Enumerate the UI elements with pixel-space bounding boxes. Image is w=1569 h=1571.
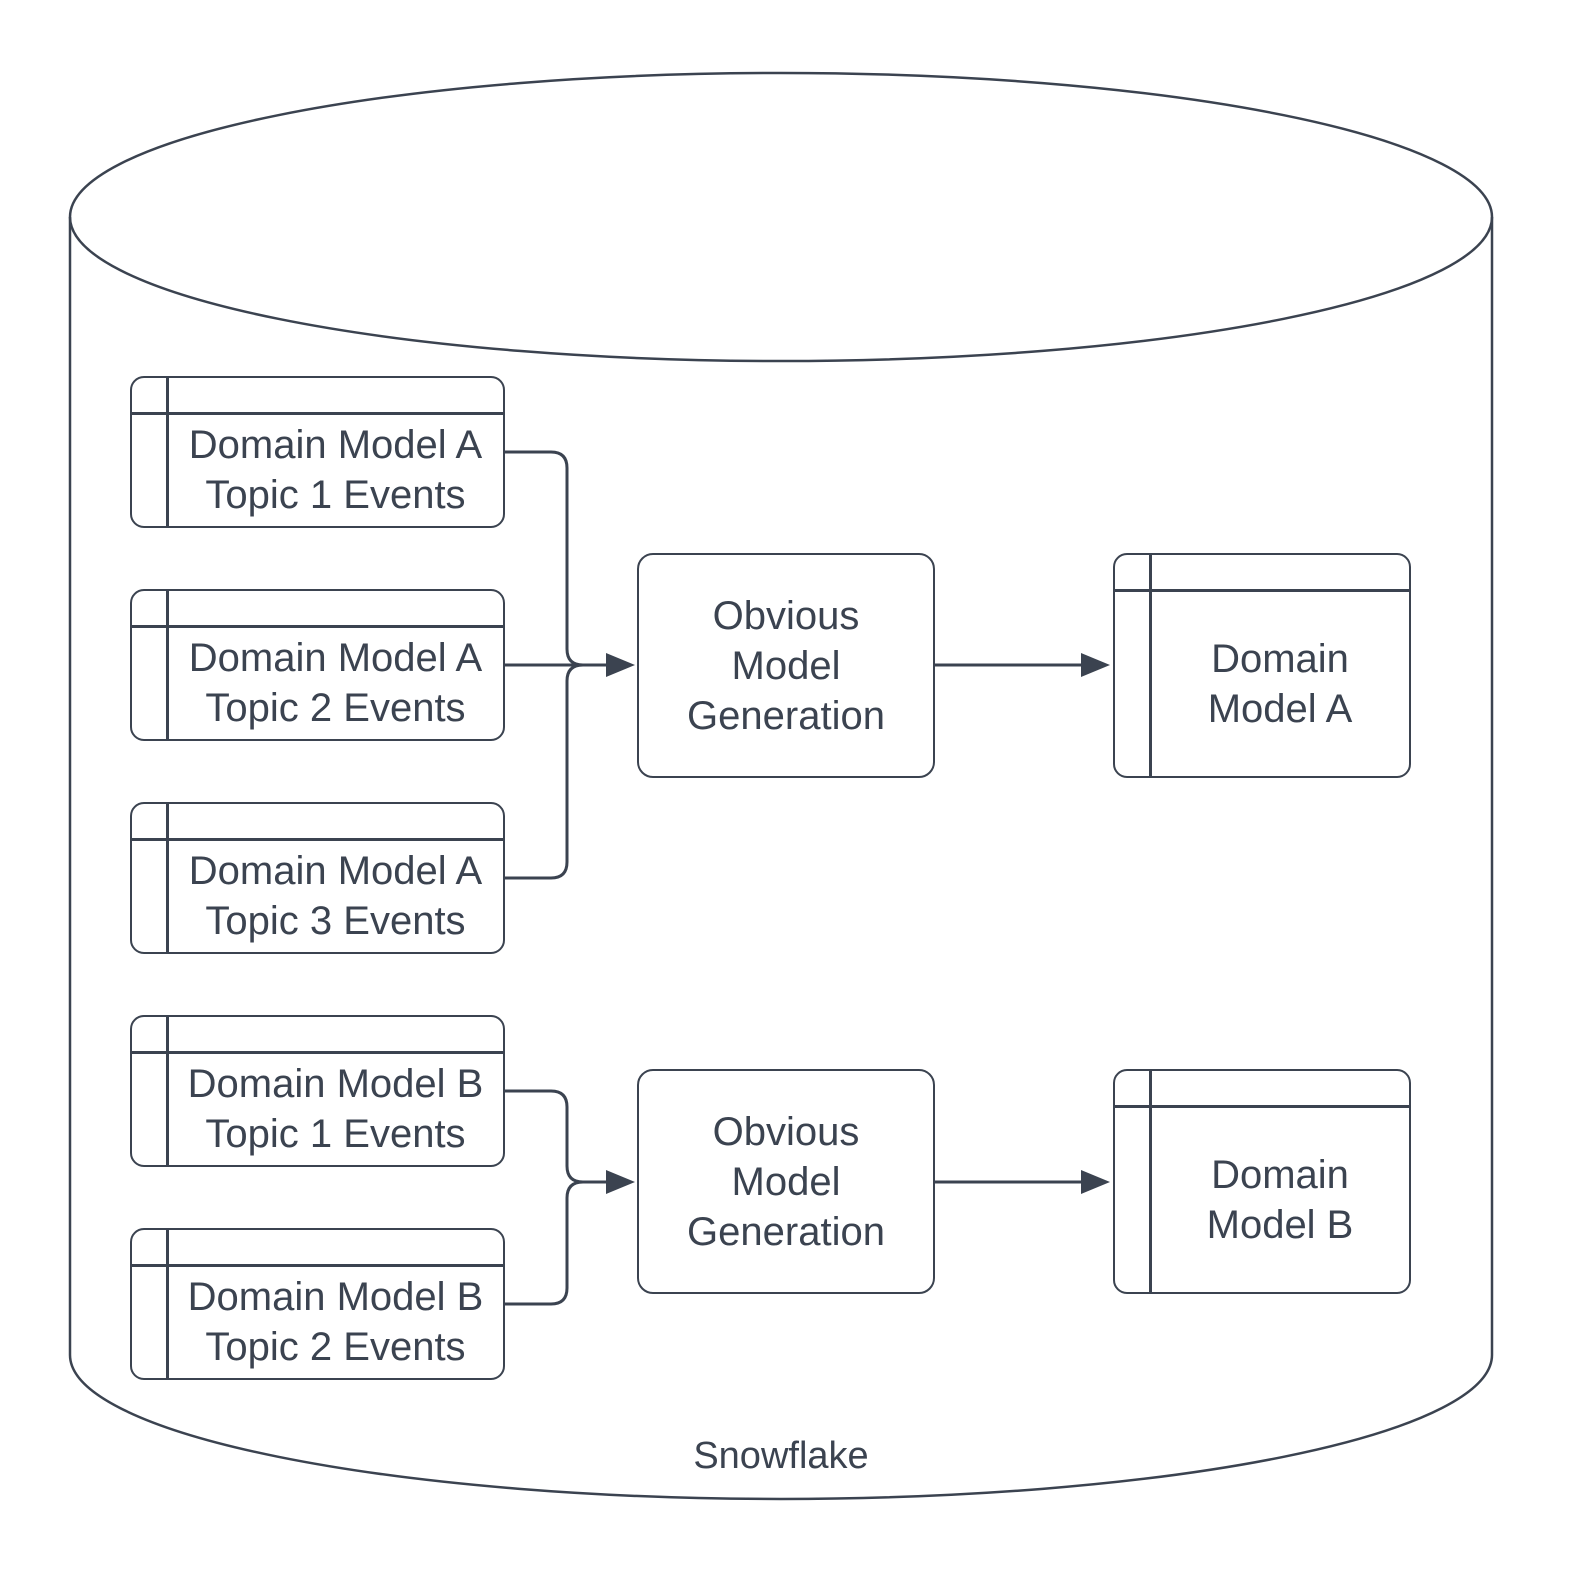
node-label-line: Domain Model B [187, 1275, 484, 1319]
node-label: Domain Model B Topic 2 Events [168, 1266, 503, 1378]
node-label-line: Domain [1211, 1152, 1349, 1197]
node-label-line: Topic 2 Events [205, 1325, 466, 1369]
table-column-divider [166, 1017, 169, 1165]
node-label: Domain Model A Topic 3 Events [168, 840, 503, 952]
node-label-line: Obvious [712, 593, 860, 638]
arrowhead-icon [606, 653, 635, 677]
node-label-line: Topic 2 Events [205, 686, 466, 730]
node-label: Domain Model B [1151, 1107, 1409, 1292]
connector-b-topic2 [505, 1180, 584, 1306]
node-label-line: Topic 3 Events [205, 899, 466, 943]
node-label-line: Model [731, 643, 841, 688]
node-label-line: Domain Model A [188, 636, 483, 680]
node-label-line: Topic 1 Events [205, 473, 466, 517]
source-table-domain-model-b-topic-1: Domain Model B Topic 1 Events [130, 1015, 505, 1167]
node-label-line: Model B [1206, 1202, 1354, 1247]
node-label-line: Obvious [712, 1109, 860, 1154]
node-label-line: Model [731, 1159, 841, 1204]
node-label-line: Domain Model A [188, 423, 483, 467]
output-table-domain-model-b: Domain Model B [1113, 1069, 1411, 1294]
cylinder-label: Snowflake [693, 1435, 869, 1477]
table-header-divider [132, 1051, 503, 1054]
table-column-divider [166, 591, 169, 739]
table-header-divider [132, 1264, 503, 1267]
process-box-obvious-model-generation-b: Obvious Model Generation [637, 1069, 935, 1294]
node-label-line: Domain Model A [188, 849, 483, 893]
node-label-line: Domain [1211, 636, 1349, 681]
arrowhead-icon [1081, 653, 1110, 677]
process-box-obvious-model-generation-a: Obvious Model Generation [637, 553, 935, 778]
source-table-domain-model-a-topic-3: Domain Model A Topic 3 Events [130, 802, 505, 954]
table-column-divider [166, 1230, 169, 1378]
output-table-domain-model-a: Domain Model A [1113, 553, 1411, 778]
cylinder-body-outline [68, 217, 1494, 1501]
node-label-line: Generation [687, 693, 885, 738]
connector-a-topic1 [505, 450, 584, 667]
table-column-divider [1149, 1071, 1152, 1292]
table-header-divider [132, 625, 503, 628]
arrowhead-icon [606, 1170, 635, 1194]
table-column-divider [1149, 555, 1152, 776]
table-header-divider [1115, 1105, 1409, 1108]
node-label: Domain Model A Topic 2 Events [168, 627, 503, 739]
table-header-divider [132, 412, 503, 415]
node-label: Domain Model B Topic 1 Events [168, 1053, 503, 1165]
table-column-divider [166, 804, 169, 952]
node-label: Domain Model A Topic 1 Events [168, 414, 503, 526]
node-label-line: Domain Model B [187, 1062, 484, 1106]
source-table-domain-model-a-topic-2: Domain Model A Topic 2 Events [130, 589, 505, 741]
source-table-domain-model-a-topic-1: Domain Model A Topic 1 Events [130, 376, 505, 528]
node-label-line: Generation [687, 1209, 885, 1254]
node-label-line: Topic 1 Events [205, 1112, 466, 1156]
connector-a-topic3 [505, 663, 584, 880]
connector-b-topic1 [505, 1089, 584, 1184]
node-label-line: Model A [1207, 686, 1353, 731]
arrowhead-icon [1081, 1170, 1110, 1194]
source-table-domain-model-b-topic-2: Domain Model B Topic 2 Events [130, 1228, 505, 1380]
node-label: Domain Model A [1151, 591, 1409, 776]
cylinder-top-ellipse [68, 71, 1494, 363]
table-header-divider [132, 838, 503, 841]
table-column-divider [166, 378, 169, 526]
table-header-divider [1115, 589, 1409, 592]
